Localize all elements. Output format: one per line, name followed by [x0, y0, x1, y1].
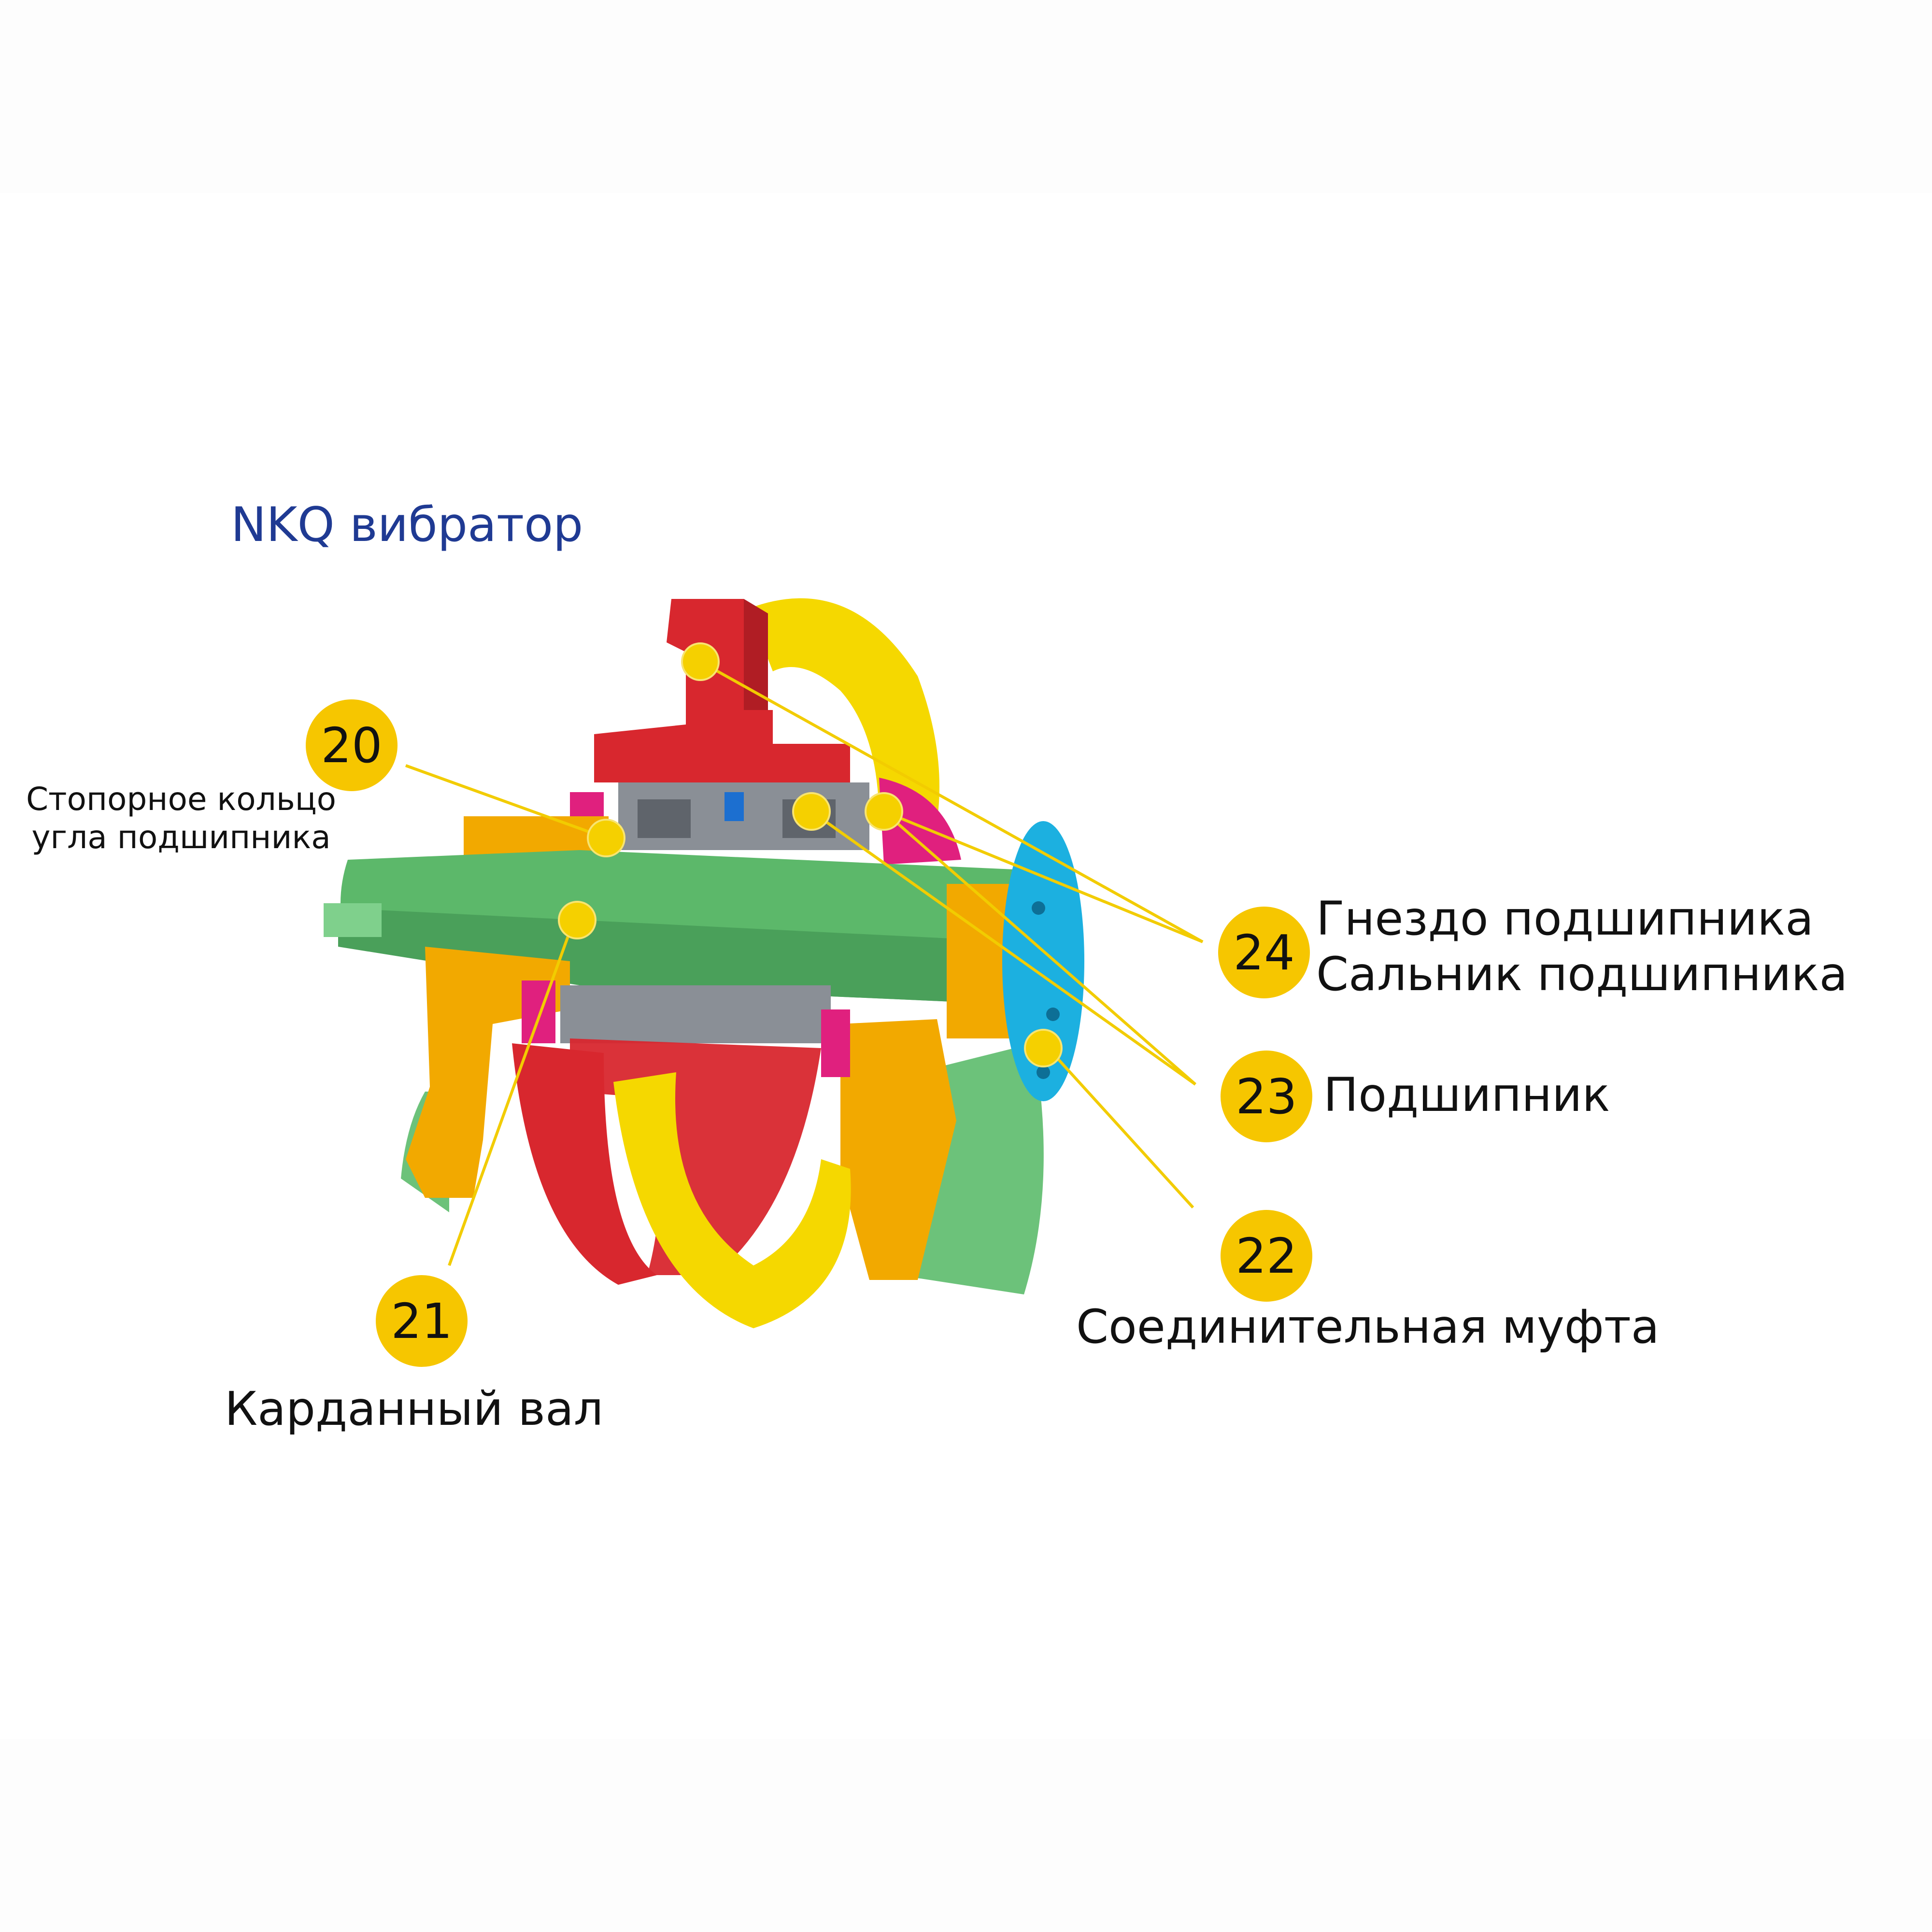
- top-red-housing: [594, 599, 850, 782]
- lower-pink-seal: [522, 980, 555, 1043]
- leader-22: [1047, 1047, 1194, 1209]
- leader-20: [405, 764, 607, 839]
- green-shaft-shade: [338, 908, 1019, 1005]
- blue-coupling: [1002, 821, 1084, 1101]
- red-eccentric-weight: [512, 1043, 657, 1285]
- callout-label-21: Карданный вал: [225, 1382, 604, 1436]
- bottom-background-band: [0, 1739, 1932, 1932]
- upper-blue-spacer: [724, 792, 744, 821]
- callout-label-23: Подшипник: [1323, 1068, 1610, 1122]
- part-markers: [558, 642, 1063, 1067]
- callout-label-24-line2: Сальник подшипника: [1316, 947, 1848, 1002]
- top-red-housing-side: [744, 599, 768, 710]
- coupling-hole-2: [1046, 1008, 1060, 1021]
- marker-22: [1024, 1029, 1063, 1067]
- coupling-hole-1: [1032, 901, 1045, 915]
- upper-bearing-rollers: [638, 799, 691, 838]
- marker-21: [558, 901, 597, 939]
- orange-right-housing: [840, 1019, 956, 1280]
- callout-label-24: Гнездо подшипника Сальник подшипника: [1316, 891, 1847, 1002]
- coupling-hole-3: [1037, 1065, 1050, 1079]
- callout-badge-20: 20: [306, 699, 398, 791]
- callout-label-22: Соединительная муфта: [1076, 1300, 1660, 1354]
- callout-badge-24: 24: [1218, 907, 1310, 998]
- callout-badge-21: 21: [376, 1275, 468, 1367]
- leader-21: [448, 917, 576, 1266]
- leader-23: [810, 810, 1196, 1086]
- leader-24b: [883, 810, 1204, 943]
- top-background-band: [0, 0, 1932, 193]
- marker-24b: [865, 792, 903, 831]
- callout-badge-23: 23: [1221, 1051, 1312, 1142]
- callout-label-20: Стопорное кольцо угла подшипника: [14, 780, 348, 856]
- red-eccentric-weight-2: [570, 1038, 821, 1275]
- lower-bearing-block: [560, 985, 831, 1043]
- marker-24a: [681, 642, 720, 681]
- shaft-tip: [324, 903, 382, 937]
- callout-badge-22: 22: [1221, 1210, 1312, 1302]
- leader-23b: [883, 810, 1196, 1086]
- diagram-title: NKQ вибратор: [231, 497, 583, 553]
- right-pink-ring: [879, 778, 961, 865]
- top-yellow-ring: [749, 598, 939, 821]
- marker-20: [587, 819, 625, 857]
- leader-24a: [699, 660, 1204, 943]
- yellow-lower-ring: [613, 1072, 851, 1328]
- callout-label-24-line1: Гнездо подшипника: [1316, 892, 1814, 946]
- leader-lines: [405, 660, 1204, 1266]
- marker-23: [792, 792, 831, 831]
- callout-label-20-line2: угла подшипника: [31, 819, 331, 856]
- callout-label-20-line1: Стопорное кольцо: [26, 781, 337, 818]
- lower-pink-seal-right: [821, 1009, 850, 1077]
